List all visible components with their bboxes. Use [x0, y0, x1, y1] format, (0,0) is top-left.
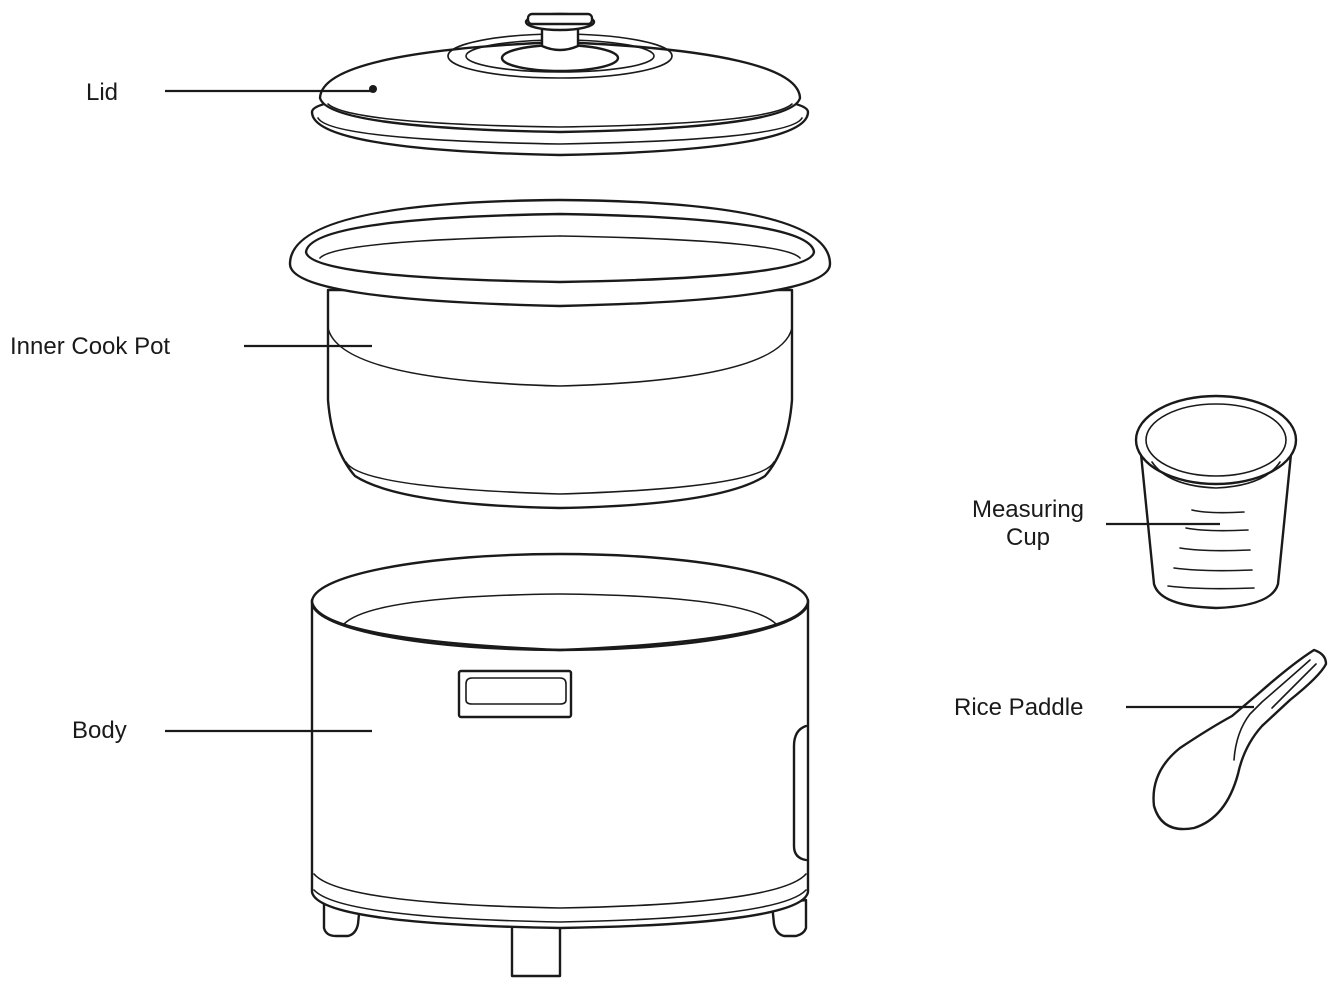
label-body: Body [72, 717, 127, 744]
rice-paddle-drawing [1152, 648, 1328, 831]
measuring-cup-drawing [1134, 394, 1298, 610]
label-lid: Lid [86, 79, 119, 106]
label-measuring-cup: Measuring Cup [960, 496, 1096, 552]
label-measuring-cup-line1: Measuring [971, 496, 1085, 523]
label-measuring-cup-line2: Cup [1005, 524, 1051, 551]
label-rice-paddle: Rice Paddle [954, 694, 1084, 721]
lid-drawing [310, 12, 810, 157]
body-drawing [310, 552, 810, 978]
label-inner-cook-pot: Inner Cook Pot [10, 333, 171, 360]
inner-pot-drawing [288, 198, 832, 510]
